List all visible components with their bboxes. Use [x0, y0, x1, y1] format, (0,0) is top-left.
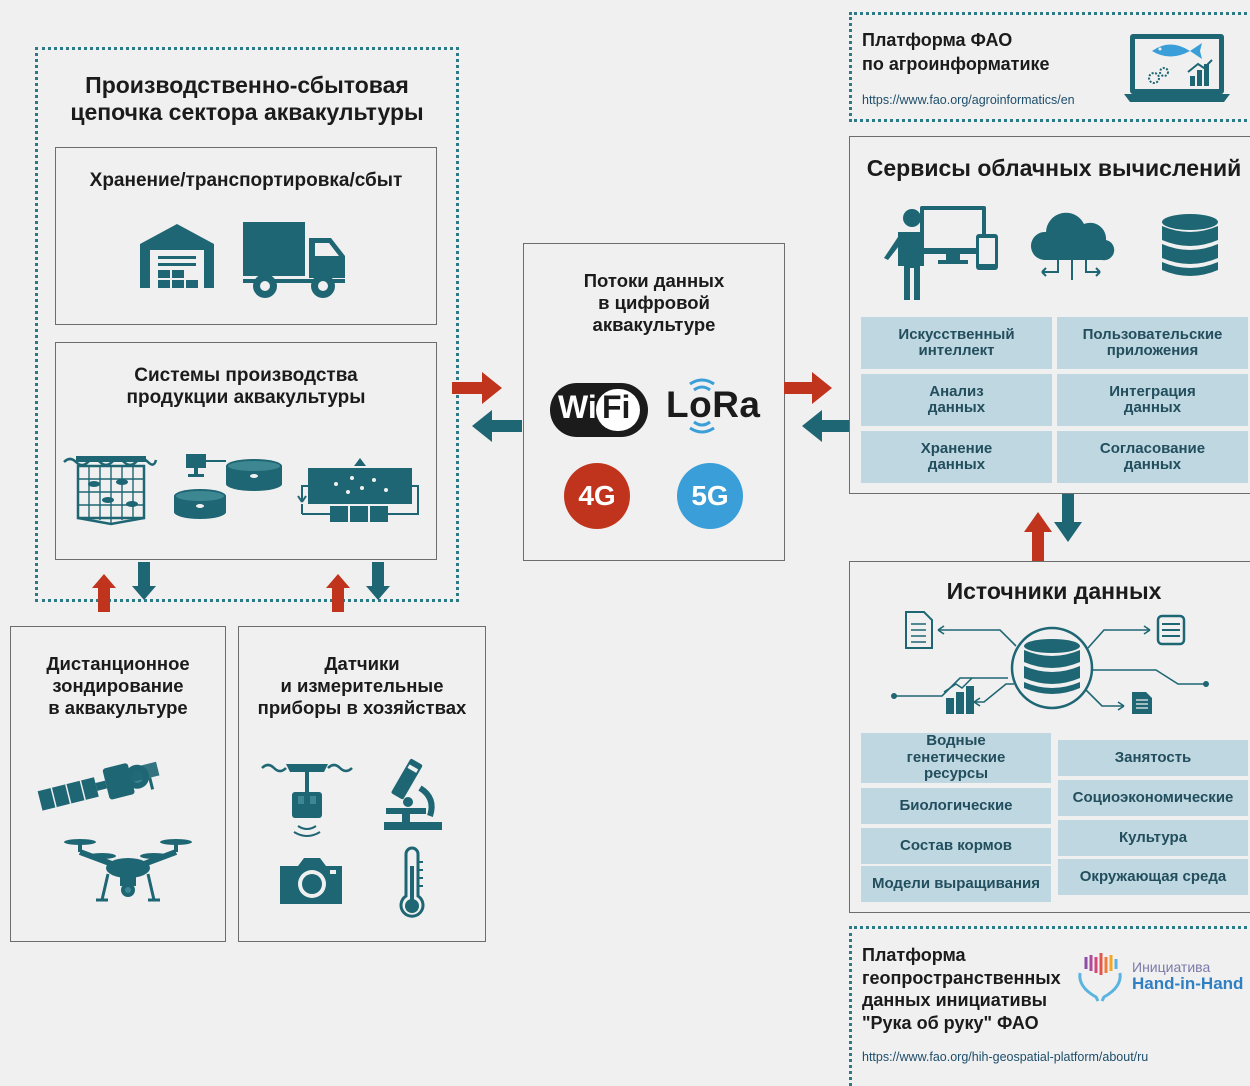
- microscope-icon: [384, 758, 442, 830]
- buoy-sensor-icon: [261, 763, 353, 837]
- source-chip-socioeconomic: Социоэкономические: [1058, 780, 1248, 816]
- database-icon: [1162, 214, 1218, 276]
- source-chip-culture: Культура: [1058, 820, 1248, 856]
- camera-icon: [280, 858, 342, 904]
- hih-platform-url[interactable]: https://www.fao.org/hih-geospatial-platf…: [862, 1050, 1149, 1064]
- source-chip-genetic: Водные генетические ресурсы: [861, 733, 1051, 783]
- arrows-flows-cloud: [784, 372, 852, 442]
- lora-signal-icon: [689, 378, 715, 434]
- arrows-chain-flows: [452, 372, 522, 442]
- lora-logo: LoRa: [666, 384, 761, 425]
- thermometer-icon: [399, 846, 425, 918]
- arrows-sensors: [326, 562, 390, 612]
- sensors-box: Датчики и измерительные приборы в хозяйс…: [238, 626, 486, 942]
- source-chip-feed: Состав кормов: [861, 828, 1051, 864]
- data-flows-title: Потоки данных в цифровой аквакультуре: [583, 270, 725, 335]
- sensors-title: Датчики и измерительные приборы в хозяйс…: [257, 653, 467, 718]
- storage-title: Хранение/транспортировка/сбыт: [89, 170, 403, 191]
- hih-platform-frame: [849, 926, 1250, 1086]
- hih-platform-title: Платформа геопространственных данных ини…: [862, 945, 1061, 1033]
- satellite-icon: [37, 761, 160, 811]
- wifi-logo-wi: Wi: [558, 389, 597, 425]
- tank-system-icon: [174, 454, 282, 519]
- value-chain-frame: [35, 47, 459, 602]
- wifi-logo-fi: Fi: [602, 389, 631, 425]
- production-title: Системы производства продукции аквакульт…: [126, 365, 366, 409]
- fao-platform-title: Платформа ФАО по агроинформатике: [862, 30, 1050, 75]
- fao-platform-frame: [849, 12, 1250, 122]
- data-network-icon: [891, 611, 1209, 714]
- cloud-network-icon: [1030, 212, 1115, 280]
- data-sources-title: Источники данных: [946, 578, 1162, 604]
- user-computer-icon: [884, 206, 998, 300]
- remote-sensing-box: Дистанционное зондирование в аквакультур…: [10, 626, 226, 942]
- remote-sensing-title: Дистанционное зондирование в аквакультур…: [46, 653, 190, 718]
- source-chip-employment: Занятость: [1058, 740, 1248, 776]
- truck-icon: [243, 222, 345, 298]
- fao-platform-url[interactable]: https://www.fao.org/agroinformatics/en: [862, 93, 1075, 107]
- source-chip-environment: Окружающая среда: [1058, 859, 1248, 895]
- laptop-fish-icon: [1124, 34, 1230, 102]
- value-chain-title: Производственно-сбытовая цепочка сектора…: [70, 72, 424, 126]
- wifi-logo-fi-badge: [596, 389, 640, 431]
- hand-in-hand-logo: Инициатива Hand-in-Hand: [1132, 959, 1244, 994]
- storage-box: Хранение/транспортировка/сбыт: [55, 147, 437, 325]
- 5g-badge: 5G: [677, 463, 743, 529]
- hand-in-hand-logo-icon: [1078, 953, 1122, 1002]
- arrows-remote-sensing: [92, 562, 156, 612]
- wifi-logo: Wi Fi: [550, 383, 648, 437]
- drone-icon: [64, 839, 192, 902]
- warehouse-icon: [140, 224, 214, 288]
- arrows-cloud-sources: [1024, 494, 1082, 562]
- source-chip-models: Модели выращивания: [861, 866, 1051, 902]
- net-cage-icon: [63, 456, 158, 526]
- recirculation-icon: [297, 458, 419, 522]
- source-chip-biological: Биологические: [861, 788, 1051, 824]
- 4g-badge: 4G: [564, 463, 630, 529]
- production-box: Системы производства продукции аквакульт…: [55, 342, 437, 560]
- cloud-services-title: Сервисы облачных вычислений: [866, 155, 1242, 181]
